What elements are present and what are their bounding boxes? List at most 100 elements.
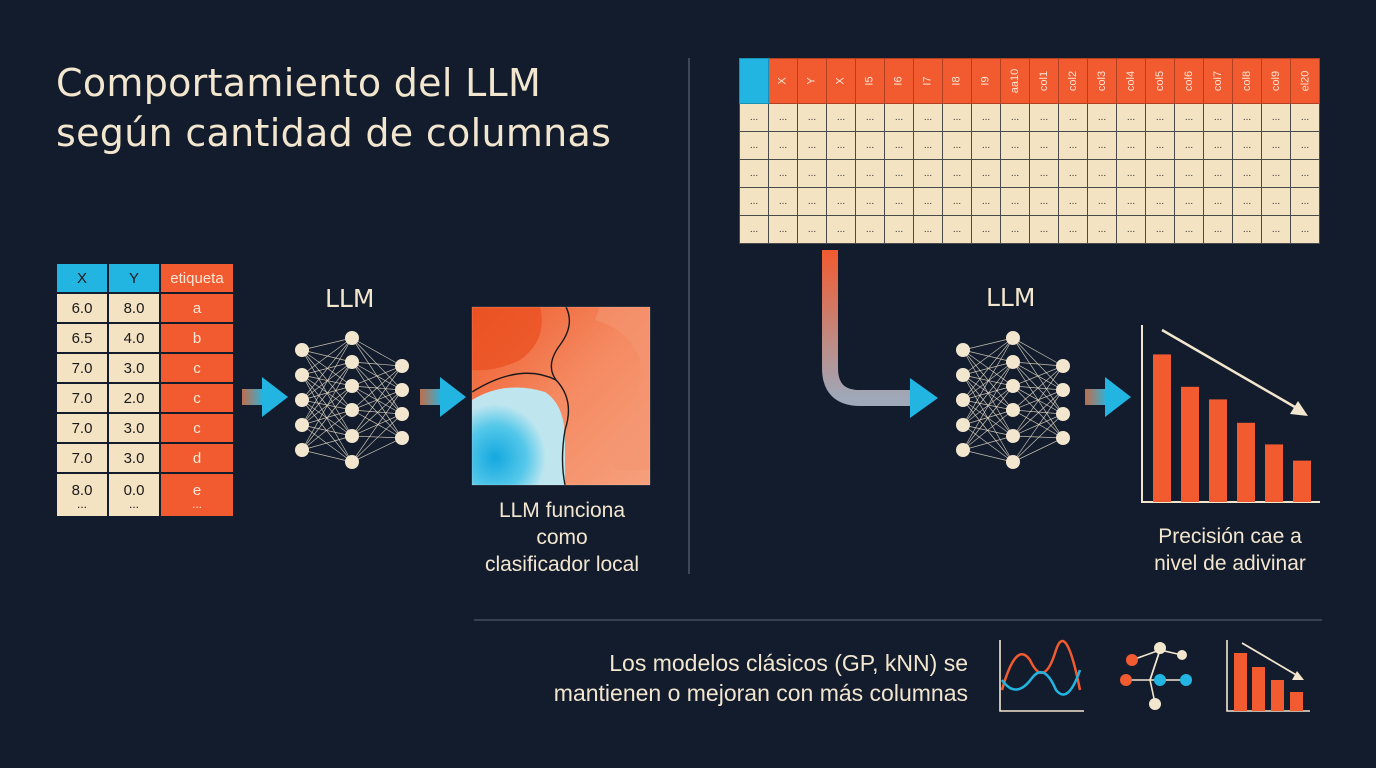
table-cell: ...	[739, 131, 769, 160]
table-cell: ...	[1203, 187, 1233, 216]
table-cell: ...	[797, 215, 827, 244]
wide-column-header: Y	[797, 58, 827, 104]
cell-label: b	[161, 324, 233, 352]
arrow-icon	[420, 377, 466, 417]
wide-column-header-label: I5	[864, 76, 876, 86]
cell-y: 3.0	[109, 354, 159, 382]
arrow-icon	[242, 377, 288, 417]
table-cell: ...	[1000, 215, 1030, 244]
accuracy-bar	[1153, 354, 1171, 502]
table-cell: ...	[1029, 103, 1059, 132]
wide-column-header: col1	[1029, 58, 1059, 104]
cell-y: 2.0	[109, 384, 159, 412]
table-row: 7.0 3.0 c	[57, 414, 233, 442]
trend-arrowhead-icon	[1290, 401, 1308, 416]
table-cell: ...	[1261, 159, 1291, 188]
table-cell: ...	[739, 159, 769, 188]
bottom-note-line-2: mantienen o mejoran con más columnas	[553, 680, 968, 706]
table-cell: ...	[1290, 103, 1320, 132]
table-cell: ...	[942, 103, 972, 132]
table-cell: ...	[1087, 103, 1117, 132]
table-cell: ...	[1058, 215, 1088, 244]
table-row: 6.0 8.0 a	[57, 294, 233, 322]
table-row: 8.0 ... 0.0 ... e ...	[57, 474, 233, 516]
cell-value: 0.0	[123, 481, 145, 499]
wide-column-header-label: col9	[1270, 70, 1282, 92]
table-cell: ...	[1116, 215, 1146, 244]
table-cell: ...	[797, 131, 827, 160]
cell-x: 8.0 ...	[57, 474, 107, 516]
table-cell: ...	[1058, 187, 1088, 216]
wide-column-header: el20	[1290, 58, 1320, 104]
wide-column-header: col7	[1203, 58, 1233, 104]
table-cell: ...	[1174, 187, 1204, 216]
table-cell: ...	[1058, 103, 1088, 132]
caption-line: clasificador local	[484, 553, 640, 576]
table-cell: ...	[1000, 131, 1030, 160]
wide-column-header: I8	[942, 58, 972, 104]
wide-column-header-label: col2	[1067, 70, 1079, 92]
cell-x: 7.0	[57, 414, 107, 442]
table-cell: ...	[826, 103, 856, 132]
cell-label: e ...	[161, 474, 233, 516]
column-header-x: X	[57, 264, 107, 292]
table-cell: ...	[1232, 187, 1262, 216]
ellipsis: ...	[128, 496, 139, 511]
cell-label: a	[161, 294, 233, 322]
table-cell: ...	[1290, 187, 1320, 216]
cell-y: 8.0	[109, 294, 159, 322]
llm-label-right: LLM	[986, 283, 1036, 312]
wide-column-header: I9	[971, 58, 1001, 104]
table-cell: ...	[1000, 187, 1030, 216]
llm-label-left: LLM	[325, 284, 375, 313]
table-cell: ...	[913, 159, 943, 188]
cell-x: 7.0	[57, 444, 107, 472]
neural-network-icon	[295, 331, 409, 469]
table-cell: ...	[1174, 159, 1204, 188]
wide-column-header: X	[768, 58, 798, 104]
wide-column-header: col2	[1058, 58, 1088, 104]
table-cell: ...	[1174, 131, 1204, 160]
table-cell: ...	[884, 159, 914, 188]
wide-column-header-label: col3	[1096, 70, 1108, 92]
small-table: X Y etiqueta 6.0 8.0 a 6.5 4.0 b 7.0 3.0…	[55, 262, 235, 518]
table-cell: ...	[1261, 215, 1291, 244]
title-line-1: Comportamiento del LLM	[56, 61, 542, 105]
table-cell: ...	[768, 215, 798, 244]
wide-column-header: X	[826, 58, 856, 104]
wide-column-header-label: el20	[1298, 70, 1311, 92]
wide-column-header-label: I6	[893, 76, 905, 86]
wide-column-header: col9	[1261, 58, 1291, 104]
table-cell: ...	[1261, 131, 1291, 160]
table-cell: ...	[826, 131, 856, 160]
cell-label: c	[161, 414, 233, 442]
table-cell: ...	[797, 187, 827, 216]
table-row: ........................................…	[739, 215, 1320, 244]
table-cell: ...	[1087, 187, 1117, 216]
accuracy-bar	[1293, 460, 1311, 502]
table-cell: ...	[884, 131, 914, 160]
table-cell: ...	[1116, 159, 1146, 188]
wide-column-header-label: X	[777, 77, 789, 85]
table-cell: ...	[1203, 215, 1233, 244]
wide-column-header: I5	[855, 58, 885, 104]
table-cell: ...	[855, 159, 885, 188]
wide-column-header-label: Y	[806, 77, 818, 85]
line-chart-icon	[999, 639, 1084, 712]
table-cell: ...	[1232, 131, 1262, 160]
cell-y: 3.0	[109, 444, 159, 472]
wide-column-header-label: col6	[1183, 70, 1195, 92]
arrow-icon	[1085, 377, 1131, 417]
accuracy-bar	[1237, 422, 1255, 502]
table-row: ........................................…	[739, 187, 1320, 216]
table-cell: ...	[971, 215, 1001, 244]
cell-x: 6.0	[57, 294, 107, 322]
table-cell: ...	[942, 187, 972, 216]
accuracy-bar	[1181, 386, 1199, 502]
right-caption: Precisión cae a nivel de adivinar	[1130, 523, 1330, 577]
table-cell: ...	[1145, 159, 1175, 188]
wide-column-header-label: col1	[1038, 70, 1050, 92]
wide-column-header-label: col7	[1212, 70, 1224, 92]
table-row: ........................................…	[739, 159, 1320, 188]
